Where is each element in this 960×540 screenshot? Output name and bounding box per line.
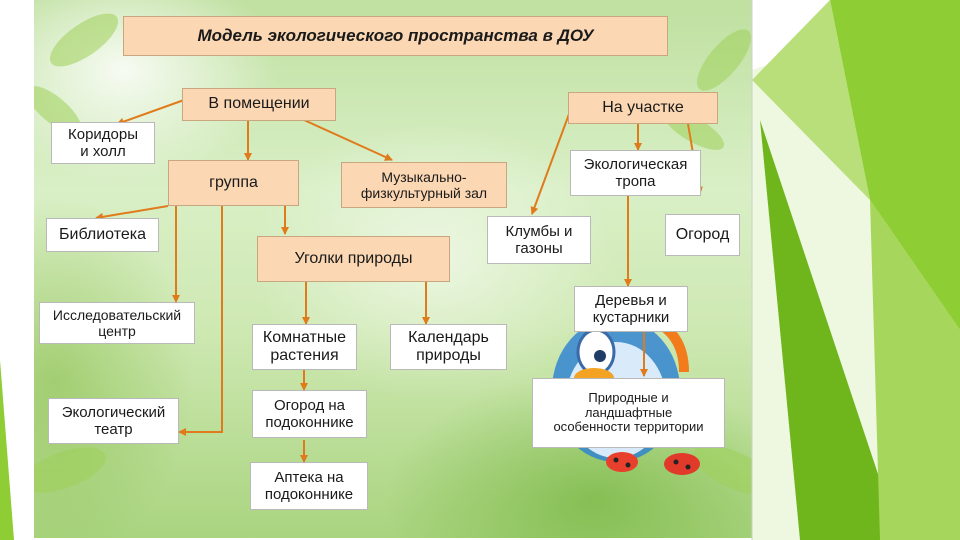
green-stripe-shape [752,0,870,200]
node-group: группа [168,160,299,206]
green-stripe-shape [870,200,960,540]
node-eco-theater: Экологический театр [48,398,179,444]
arrow-outdoors-flowerbeds [532,106,572,214]
node-research-center: Исследовательский центр [39,302,195,344]
node-garden: Огород [665,214,740,256]
node-indoors: В помещении [182,88,336,121]
arrow-indoors-music-hall [304,120,392,160]
node-windowsill-garden: Огород на подоконнике [252,390,367,438]
arrow-indoors-corridors [117,100,184,124]
node-flowerbeds: Клумбы и газоны [487,216,591,264]
arrow-group-library [96,206,168,218]
diagram-title: Модель экологического пространства в ДОУ [123,16,668,56]
node-natural-features: Природные и ландшафтные особенности терр… [532,378,725,448]
node-nature-corners: Уголки природы [257,236,450,282]
node-library: Библиотека [46,218,159,252]
node-windowsill-pharmacy: Аптека на подоконнике [250,462,368,510]
green-stripe-shape [760,120,900,540]
node-music-hall: Музыкально- физкультурный зал [341,162,507,208]
green-stripe-shape [752,0,960,540]
slide-canvas: Модель экологического пространства в ДОУ… [34,0,752,538]
green-stripe-shape [0,360,14,540]
node-calendar: Календарь природы [390,324,507,370]
green-stripe-shape [830,0,960,330]
node-eco-trail: Экологическая тропа [570,150,701,196]
node-outdoors: На участке [568,92,718,124]
node-trees: Деревья и кустарники [574,286,688,332]
node-corridors: Коридоры и холл [51,122,155,164]
node-houseplants: Комнатные растения [252,324,357,370]
